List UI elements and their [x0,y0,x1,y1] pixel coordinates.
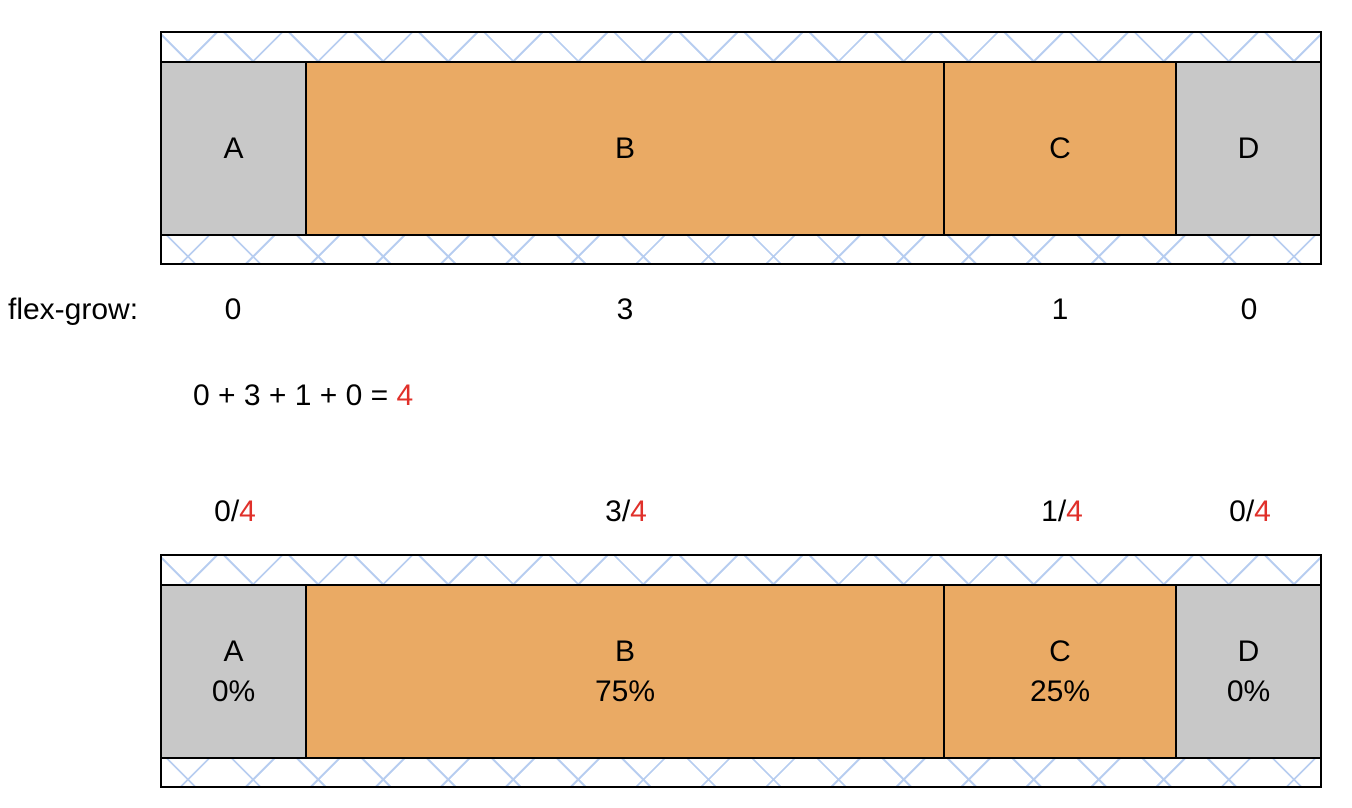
flex-grow-value-c: 1 [1051,293,1069,326]
item-label: C [1049,634,1071,668]
item-label: A [223,634,244,668]
flex-grow-label: flex-grow: [8,293,139,326]
flex-container-top: A B C D [160,31,1322,265]
flex-row-top: A B C D [162,61,1320,236]
item-label: D [1237,131,1260,165]
flex-grow-value-b: 3 [616,293,634,326]
fraction-b: 3/4 [605,494,647,530]
fraction-denominator: 4 [1066,495,1083,528]
item-percent: 0% [211,674,256,708]
item-percent: 75% [594,674,656,708]
flex-row-bottom: A 0% B 75% C 25% D 0% [162,584,1320,759]
sum-equation: 0 + 3 + 1 + 0 = 4 [193,378,413,414]
flex-item-c: C [945,63,1177,234]
fraction-numerator: 1/ [1041,495,1067,528]
fraction-denominator: 4 [1254,495,1271,528]
flex-grow-value-d: 0 [1240,293,1258,326]
flex-item-a: A 0% [162,586,307,757]
fraction-denominator: 4 [630,495,647,528]
item-label: A [223,131,244,165]
flex-grow-value-a: 0 [224,293,242,326]
fraction-a: 0/4 [214,494,256,530]
fraction-d: 0/4 [1229,494,1271,530]
flex-item-b: B 75% [307,586,945,757]
flex-item-d: D 0% [1177,586,1320,757]
fraction-numerator: 0/ [214,495,240,528]
item-percent: 25% [1029,674,1091,708]
fraction-denominator: 4 [239,495,256,528]
flex-item-c: C 25% [945,586,1177,757]
sum-expression: 0 + 3 + 1 + 0 = [193,379,397,412]
fraction-numerator: 3/ [605,495,631,528]
fraction-numerator: 0/ [1229,495,1255,528]
item-percent: 0% [1226,674,1271,708]
fraction-c: 1/4 [1041,494,1083,530]
flex-item-b: B [307,63,945,234]
sum-total: 4 [396,379,414,412]
flex-item-a: A [162,63,307,234]
item-label: B [614,131,635,165]
flex-container-bottom: A 0% B 75% C 25% D 0% [160,554,1322,788]
item-label: C [1049,131,1071,165]
item-label: B [614,634,635,668]
item-label: D [1237,634,1260,668]
flex-item-d: D [1177,63,1320,234]
